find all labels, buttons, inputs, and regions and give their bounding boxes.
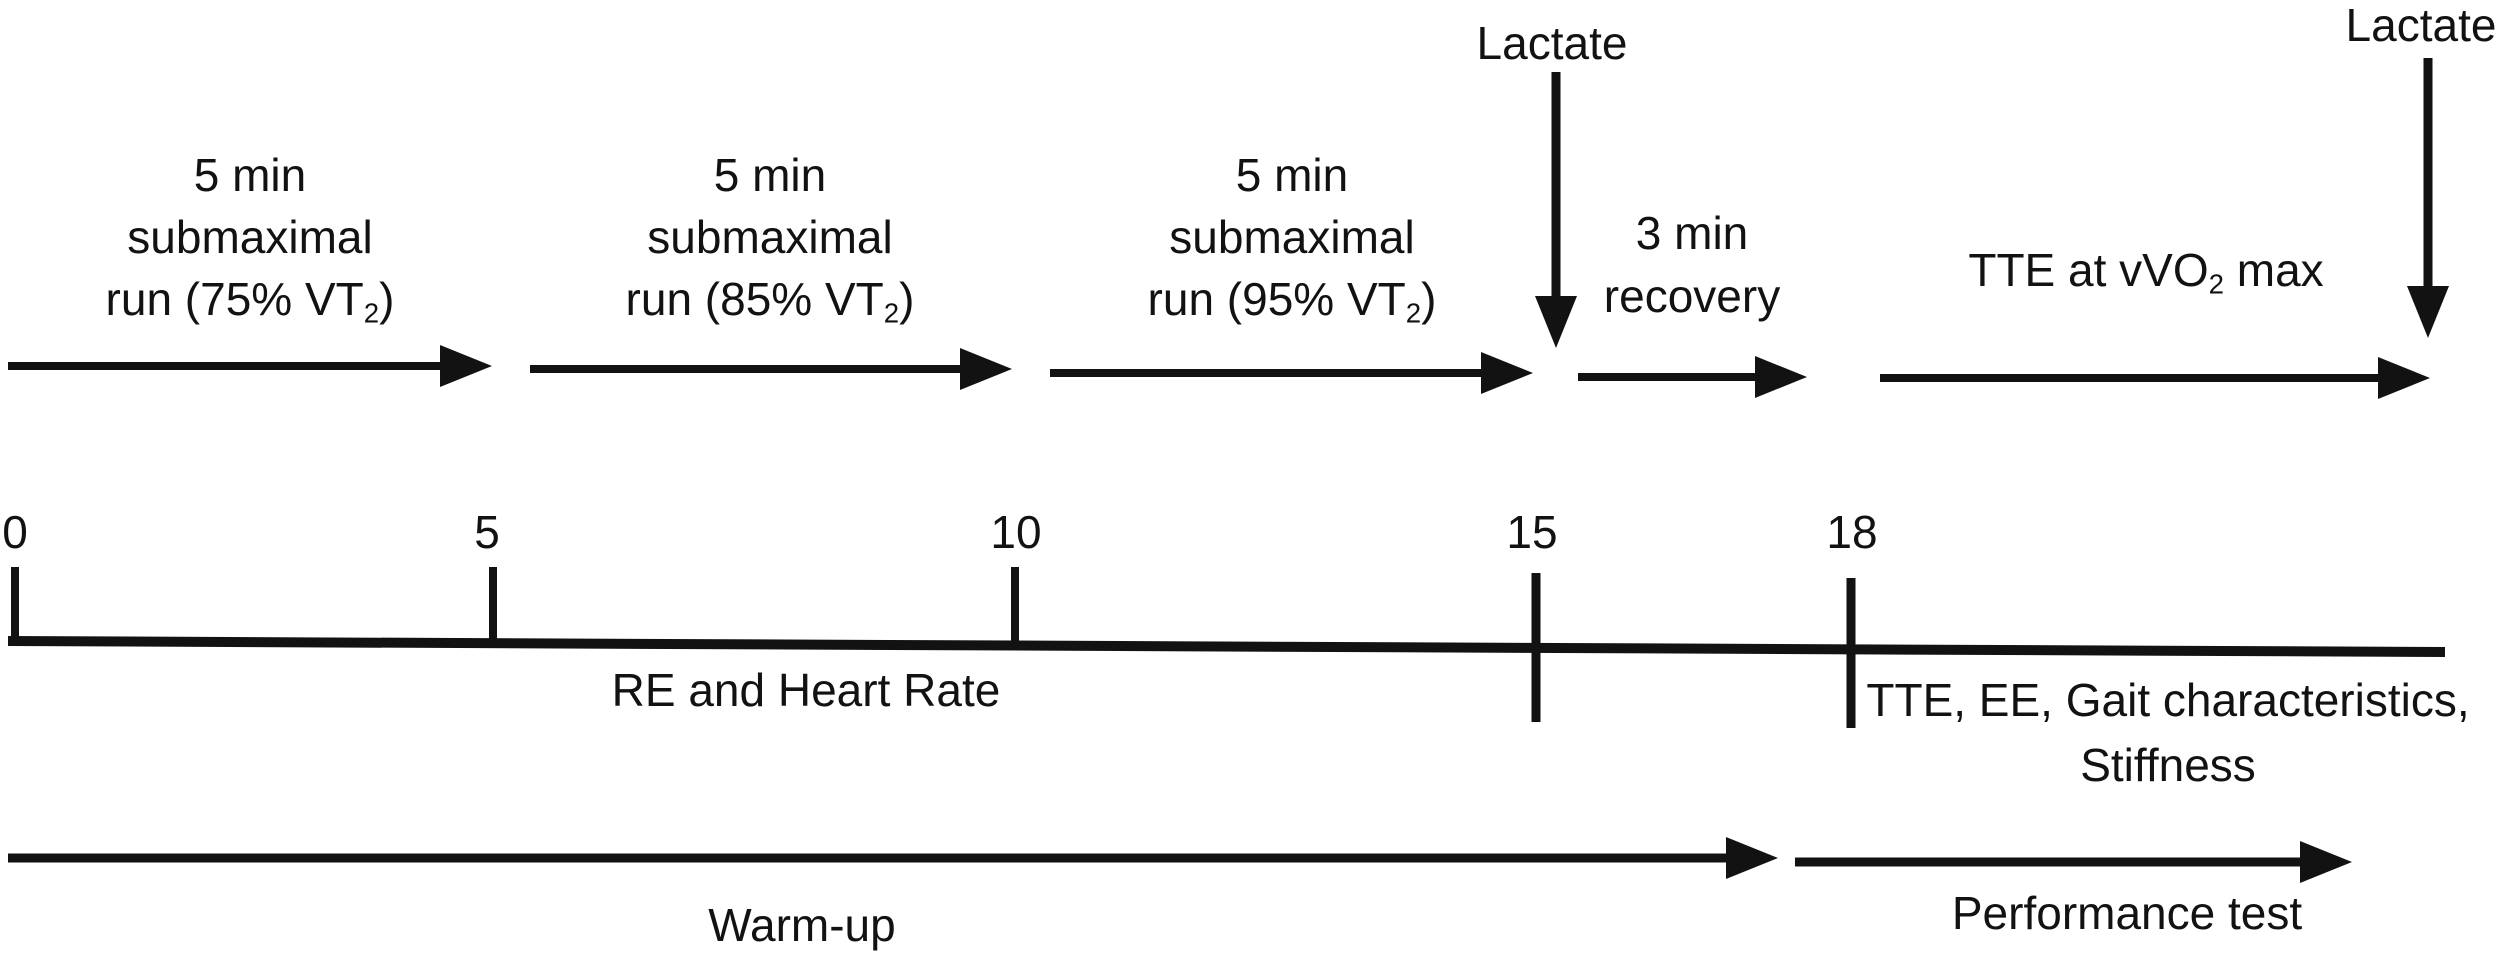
timeline-axis <box>7 636 2446 657</box>
outcomes-label: TTE, EE, Gait characteristics, Stiffness <box>1866 668 2469 798</box>
stage3-line2: submaximal <box>1169 211 1415 263</box>
lactate-label-1: Lactate <box>1476 17 1628 69</box>
tick-label-15: 15 <box>1506 506 1558 558</box>
stage1-line3-post: ) <box>379 273 395 325</box>
stage1-label: 5 min submaximal run (75% VT2) <box>106 144 395 330</box>
tte-arrow <box>1880 357 2430 399</box>
outcomes-line1: TTE, EE, Gait characteristics, <box>1866 674 2470 726</box>
warmup-label: Warm-up <box>708 899 896 951</box>
stage2-line1: 5 min <box>713 149 827 201</box>
stage3-line1: 5 min <box>1235 149 1349 201</box>
stage3-vt-subscript: 2 <box>1405 297 1422 329</box>
stage1-line1: 5 min <box>193 149 307 201</box>
stage3-line3: run (95% VT2) <box>1148 268 1437 330</box>
stage2-line3: run (85% VT2) <box>626 268 915 330</box>
tte-label: TTE at vVO2 max <box>1968 244 2324 298</box>
recovery-arrow <box>1578 356 1807 398</box>
outcomes-line2: Stiffness <box>2080 739 2256 791</box>
performance-test-label: Performance test <box>1951 887 2303 939</box>
tte-label-post: max <box>2223 244 2324 296</box>
stage3-label: 5 min submaximal run (95% VT2) <box>1148 144 1437 330</box>
stage1-arrow <box>8 345 492 387</box>
stage3-arrow <box>1050 352 1533 394</box>
stage1-line2: submaximal <box>127 211 373 263</box>
lactate-down-arrow-2 <box>2407 58 2449 338</box>
stage2-vt-subscript: 2 <box>883 297 900 329</box>
lactate-down-arrow-1 <box>1535 72 1577 348</box>
stage2-line3-post: ) <box>899 273 915 325</box>
stage1-vt-subscript: 2 <box>363 297 380 329</box>
tick-label-18: 18 <box>1826 506 1878 558</box>
tick-label-5: 5 <box>474 506 500 558</box>
recovery-label: 3 min recovery <box>1604 202 1780 328</box>
stage3-line3-pre: run (95% VT <box>1147 273 1406 325</box>
tte-label-pre: TTE at vVO <box>1968 244 2209 296</box>
stage1-line3-pre: run (75% VT <box>105 273 364 325</box>
stage2-line3-pre: run (85% VT <box>625 273 884 325</box>
tick-label-10: 10 <box>990 506 1042 558</box>
stage2-arrow <box>530 348 1012 390</box>
tick-label-0: 0 <box>2 506 28 558</box>
stage1-line3: run (75% VT2) <box>106 268 395 330</box>
performance-arrow <box>1795 841 2352 883</box>
re-heart-rate-label: RE and Heart Rate <box>611 664 1001 716</box>
warmup-arrow <box>8 837 1778 879</box>
recovery-line2: recovery <box>1603 270 1781 322</box>
recovery-line1: 3 min <box>1635 207 1749 259</box>
stage2-label: 5 min submaximal run (85% VT2) <box>626 144 915 330</box>
lactate-label-2: Lactate <box>2345 0 2497 51</box>
tte-vo2-subscript: 2 <box>2208 268 2224 300</box>
stage3-line3-post: ) <box>1421 273 1437 325</box>
stage2-line2: submaximal <box>647 211 893 263</box>
